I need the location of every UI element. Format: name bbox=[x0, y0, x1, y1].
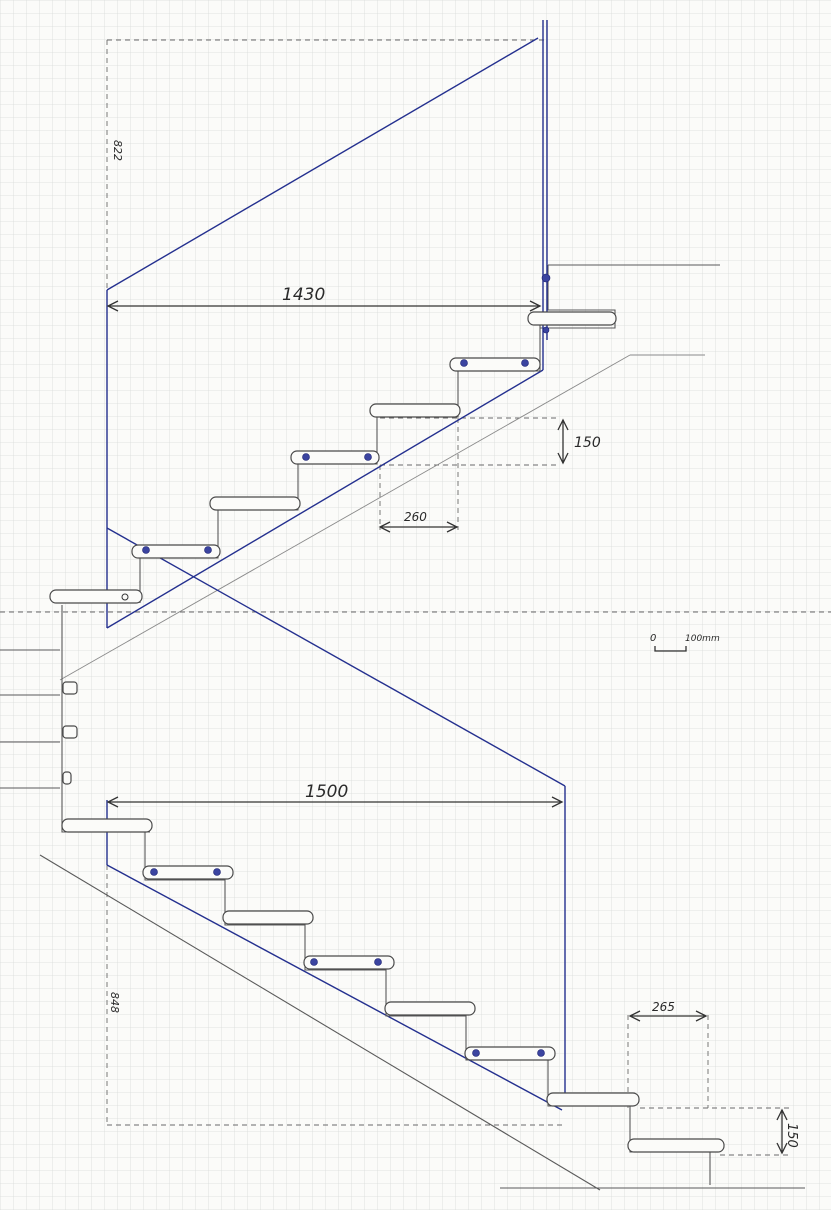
lower-riser-label: 150 bbox=[784, 1123, 799, 1148]
upper-height-label: 822 bbox=[111, 140, 124, 161]
lower-flight bbox=[61, 818, 725, 1185]
scale-bar: 0 100mm bbox=[650, 633, 720, 652]
upper-going-label: 260 bbox=[404, 510, 427, 524]
guard-and-stringers bbox=[106, 20, 566, 1111]
lower-going-label: 265 bbox=[652, 1000, 675, 1014]
pencil-construction bbox=[0, 264, 805, 1191]
scale-unit: 100mm bbox=[685, 634, 720, 644]
reference-lines bbox=[0, 39, 831, 1156]
lower-span-label: 1500 bbox=[305, 782, 348, 802]
dimension-labels: 1430 1500 150 260 265 150 822 848 bbox=[108, 140, 799, 1148]
upper-flight bbox=[49, 311, 617, 604]
lower-height-label: 848 bbox=[108, 992, 121, 1013]
dimension-arrows bbox=[106, 300, 788, 1155]
scale-zero: 0 bbox=[650, 633, 656, 644]
upper-riser-label: 150 bbox=[574, 435, 601, 451]
upper-span-label: 1430 bbox=[282, 285, 325, 305]
